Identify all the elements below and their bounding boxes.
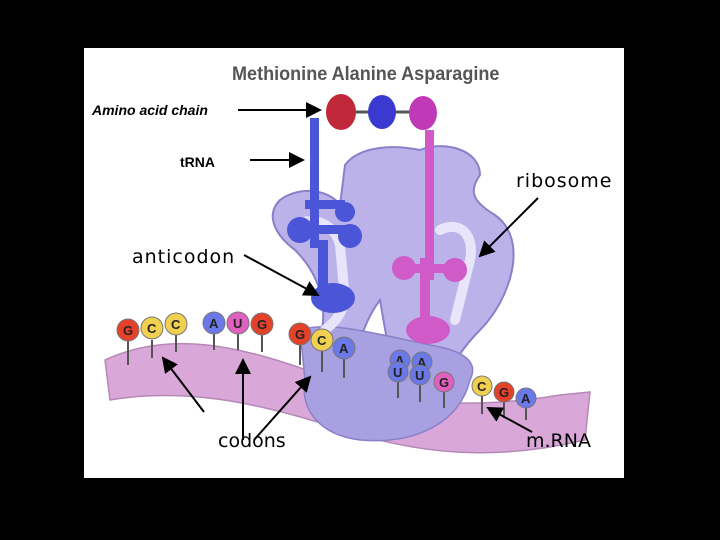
mrna-nucleotides-left: G C C A U G	[116, 311, 274, 365]
nucleotide: G	[250, 312, 274, 352]
nucleotide: A	[202, 311, 226, 350]
svg-text:A: A	[417, 355, 427, 370]
nucleotide: C	[310, 328, 334, 372]
nucleotide: U	[409, 364, 431, 402]
svg-text:A: A	[209, 316, 219, 331]
svg-text:A: A	[395, 353, 405, 368]
svg-text:C: C	[147, 321, 157, 336]
anticodon-label: anticodon	[132, 246, 236, 268]
ribosome-inner-groove-right	[435, 221, 476, 325]
svg-text:U: U	[233, 316, 242, 331]
trna-label: tRNA	[180, 154, 215, 170]
nucleotide: C	[471, 375, 493, 414]
nucleotide: U	[387, 361, 409, 398]
ribosome-label: ribosome	[516, 170, 613, 192]
nucleotide: C	[140, 316, 164, 358]
diagram-title: Methionine Alanine Asparagine	[232, 64, 500, 85]
nucleotide: C	[164, 312, 188, 352]
svg-text:C: C	[477, 379, 487, 394]
codons-label: codons	[218, 430, 286, 452]
trna-left	[287, 118, 362, 313]
nucleotide: G	[116, 318, 140, 365]
svg-text:G: G	[439, 375, 449, 390]
svg-text:C: C	[317, 333, 327, 348]
arrow-anticodon	[243, 254, 320, 296]
svg-text:G: G	[123, 323, 133, 338]
nucleotide: U	[226, 311, 250, 350]
arrow-ribosome	[478, 197, 539, 258]
arrow-mrna	[486, 407, 533, 433]
svg-text:U: U	[415, 368, 424, 383]
svg-text:G: G	[295, 327, 305, 342]
amino-acid-chain-label: Amino acid chain	[92, 102, 208, 118]
svg-text:U: U	[393, 365, 402, 380]
svg-text:G: G	[257, 317, 267, 332]
svg-text:A: A	[521, 391, 531, 406]
trna-right	[392, 130, 467, 344]
arrow-codons-right	[253, 375, 312, 441]
arrow-codons-left	[161, 356, 205, 413]
nucleotide: A	[515, 387, 537, 420]
asparagine-bead	[409, 96, 437, 130]
alanine-bead	[368, 95, 396, 129]
nucleotide: G	[288, 322, 312, 365]
mrna-label: m.RNA	[526, 430, 591, 452]
svg-text:A: A	[339, 341, 349, 356]
annotation-arrows	[161, 102, 539, 441]
methionine-bead	[326, 94, 356, 130]
amino-acid-chain	[326, 94, 437, 130]
mrna-nucleotides-middle: G C A	[288, 322, 356, 378]
nucleotide: G	[433, 371, 455, 408]
svg-text:G: G	[499, 385, 509, 400]
nucleotide: A	[332, 336, 356, 378]
mrna-nucleotides-right: U U G C G A	[387, 361, 537, 420]
svg-text:C: C	[171, 317, 181, 332]
